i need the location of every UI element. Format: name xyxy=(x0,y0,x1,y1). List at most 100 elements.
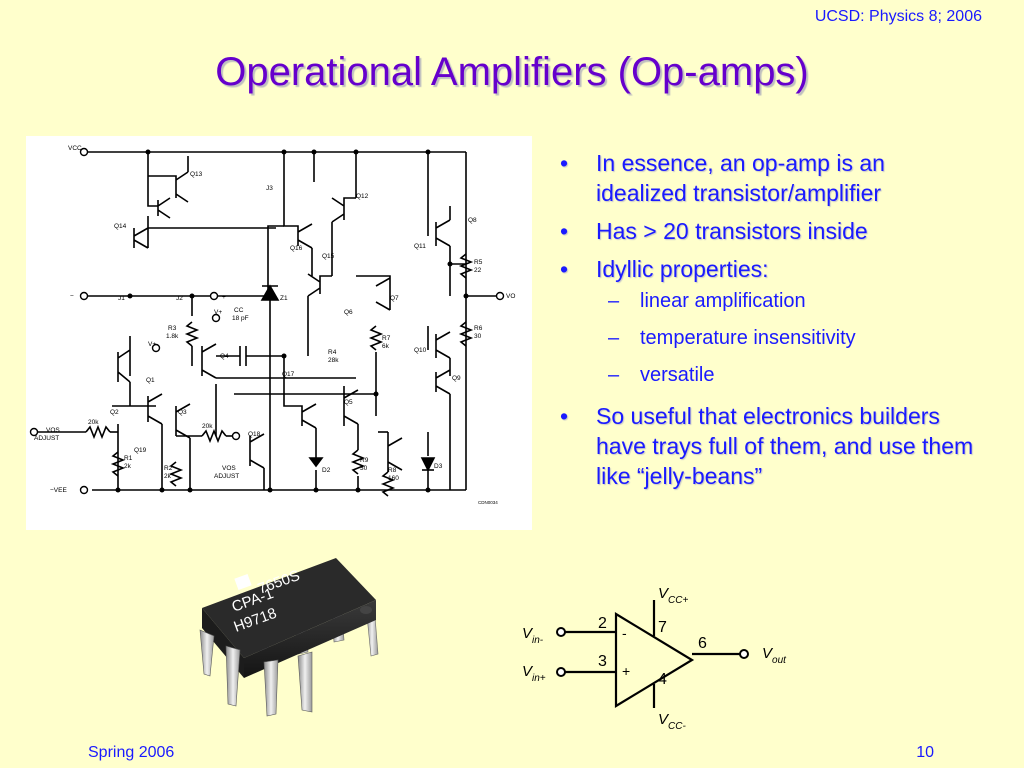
vcc-label: VCC xyxy=(68,145,82,152)
bullet-text: Idyllic properties: xyxy=(596,256,769,282)
j1-label: J1 xyxy=(118,295,125,302)
q19-label: Q19 xyxy=(134,447,147,454)
q14-label: Q14 xyxy=(114,223,127,230)
schematic-code: CDN0034 xyxy=(478,500,498,505)
sub-bullet-item: – temperature insensitivity xyxy=(556,325,976,352)
cc-value: 18 pF xyxy=(232,315,249,322)
bullet-item: • Has > 20 transistors inside xyxy=(556,216,976,246)
adjust-label-2: ADJUST xyxy=(214,473,239,480)
sub-bullet-item: – linear amplification xyxy=(556,288,976,315)
manufacturer-logo-icon xyxy=(234,573,252,591)
vout-label: VO xyxy=(506,293,515,300)
plus-input-label: + xyxy=(222,294,226,301)
q3-label: Q3 xyxy=(178,409,187,416)
j3-label: J3 xyxy=(266,185,273,192)
r4-value: 28k xyxy=(328,357,339,364)
j2-label: J2 xyxy=(176,295,183,302)
footer-date: Spring 2006 xyxy=(88,744,175,761)
r2-label: R2 xyxy=(164,465,173,472)
pin-2-label: 2 xyxy=(598,615,607,632)
sub-bullet-text: linear amplification xyxy=(640,290,806,312)
bullet-text: Has > 20 transistors inside xyxy=(596,218,868,244)
r7-value: 6k xyxy=(382,343,390,350)
r5-label: R5 xyxy=(474,259,483,266)
r9-value: 30 xyxy=(360,465,368,472)
vcc-minus-label: VCC- xyxy=(658,711,686,732)
vplus-label-2: V+ xyxy=(148,341,156,348)
vos-label: VOS xyxy=(46,427,60,434)
q18-label: Q18 xyxy=(248,431,261,438)
adjust-label: ADJUST xyxy=(34,435,59,442)
r20k-label: 20k xyxy=(88,419,99,426)
z1-label: Z1 xyxy=(280,295,288,302)
q7-label: Q7 xyxy=(390,295,399,302)
q11-label: Q11 xyxy=(414,243,426,250)
r20k-label-2: 20k xyxy=(202,423,213,430)
dash-icon: – xyxy=(608,290,620,312)
r1-label: R1 xyxy=(124,455,133,462)
q13-label: Q13 xyxy=(190,171,203,178)
r2-value: 2k xyxy=(164,473,172,480)
bullet-dot-icon: • xyxy=(560,256,569,282)
q6-label: Q6 xyxy=(344,309,353,316)
q1-label: Q1 xyxy=(146,377,155,384)
q4-label: Q4 xyxy=(220,353,229,360)
slide-number: 10 xyxy=(916,744,934,761)
r5-value: 22 xyxy=(474,267,482,274)
q2-label: Q2 xyxy=(110,409,119,416)
vin-plus-label: Vin+ xyxy=(522,663,546,684)
vout-symbol-label: Vout xyxy=(762,645,787,666)
q8-label: Q8 xyxy=(468,217,477,224)
r3-value: 1.8k xyxy=(166,333,179,340)
vos-label-2: VOS xyxy=(222,465,236,472)
schematic-drawing: VCC −VEE VOS ADJUST VOS ADJUST VO − + V+… xyxy=(29,145,515,505)
dash-icon: – xyxy=(608,327,620,349)
q15-label: Q15 xyxy=(322,253,335,260)
q10-label: Q10 xyxy=(414,347,427,354)
r8-value: 160 xyxy=(388,475,399,482)
slide-title: Operational Amplifiers (Op-amps) xyxy=(215,50,809,94)
opamp-symbol-diagram: 2 3 7 4 6 - + VCC+ VCC- Vin- Vin+ Vout xyxy=(512,584,802,734)
vin-minus-label: Vin- xyxy=(522,625,544,646)
vcc-plus-label: VCC+ xyxy=(658,585,688,606)
q16-label: Q16 xyxy=(290,245,303,252)
inverting-sign: - xyxy=(622,625,627,641)
bullet-item: • In essence, an op-amp is an idealized … xyxy=(556,148,976,208)
pin-4-label: 4 xyxy=(658,671,667,688)
opamp-internal-schematic: VCC −VEE VOS ADJUST VOS ADJUST VO − + V+… xyxy=(26,136,532,530)
r6-label: R6 xyxy=(474,325,483,332)
r6-value: 30 xyxy=(474,333,482,340)
q12-label: Q12 xyxy=(356,193,369,200)
q5-label: Q5 xyxy=(344,399,353,406)
r8-label: R8 xyxy=(388,467,397,474)
vplus-label: V+ xyxy=(214,309,222,316)
bullet-dot-icon: • xyxy=(560,218,569,244)
r1-value: 2k xyxy=(124,463,132,470)
r7-label: R7 xyxy=(382,335,391,342)
vee-label: −VEE xyxy=(50,487,67,494)
bullet-text: In essence, an op-amp is an idealized tr… xyxy=(596,150,885,206)
bullet-dot-icon: • xyxy=(560,150,569,176)
bullet-item: • Idyllic properties: xyxy=(556,254,976,284)
cc-label: CC xyxy=(234,307,244,314)
opamp-chip-photo: 7650S CPA-1 H9718 xyxy=(186,548,390,752)
dash-icon: – xyxy=(608,364,620,386)
pin-6-label: 6 xyxy=(698,635,707,652)
d2-label: D2 xyxy=(322,467,331,474)
r4-label: R4 xyxy=(328,349,337,356)
q9-label: Q9 xyxy=(452,375,461,382)
r9-label: R9 xyxy=(360,457,369,464)
bullet-dot-icon: • xyxy=(560,403,569,429)
bullet-text: So useful that electronics builders have… xyxy=(596,403,974,489)
q17-label: Q17 xyxy=(282,371,295,378)
d3-label: D3 xyxy=(434,463,443,470)
bullet-item: • So useful that electronics builders ha… xyxy=(556,401,976,491)
pin-3-label: 3 xyxy=(598,653,607,670)
noninverting-sign: + xyxy=(622,663,630,679)
course-header: UCSD: Physics 8; 2006 xyxy=(814,8,982,25)
r3-label: R3 xyxy=(168,325,177,332)
bullet-list: • In essence, an op-amp is an idealized … xyxy=(556,148,976,499)
sub-bullet-text: temperature insensitivity xyxy=(640,327,856,349)
pin-7-label: 7 xyxy=(658,619,667,636)
sub-bullet-text: versatile xyxy=(640,364,715,386)
